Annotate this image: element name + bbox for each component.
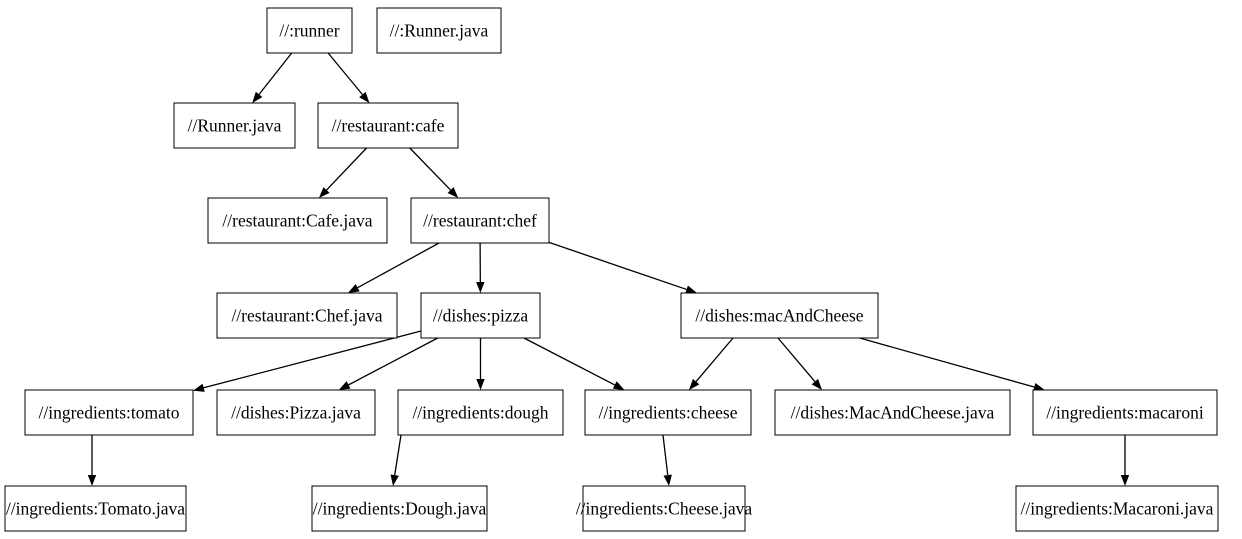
graph-node-label: //restaurant:Chef.java bbox=[231, 306, 382, 326]
graph-node-pizza: //dishes:pizza bbox=[420, 292, 541, 339]
graph-edge-chef-mac bbox=[548, 241, 697, 294]
arrowhead-icon bbox=[476, 379, 485, 390]
graph-edge-mac-macaroni bbox=[859, 337, 1045, 392]
arrowhead-icon bbox=[476, 281, 485, 293]
graph-node-cheese: //ingredients:cheese bbox=[584, 389, 752, 436]
graph-node-label: //ingredients:cheese bbox=[599, 403, 738, 423]
graph-edge-pizza-cheese bbox=[523, 337, 625, 390]
graph-edge-pizza-dough bbox=[476, 338, 485, 390]
graph-edge-cheese-cheese_java bbox=[662, 434, 672, 486]
graph-edge-tomato-tomato_java bbox=[87, 435, 97, 486]
graph-edge-chef-pizza bbox=[476, 242, 485, 293]
graph-node-label: //restaurant:chef bbox=[423, 211, 537, 231]
graph-node-dough: //ingredients:dough bbox=[397, 389, 564, 436]
arrowhead-icon bbox=[359, 91, 370, 103]
graph-edge-chef-chef_java bbox=[347, 242, 440, 293]
graph-node-label: //ingredients:Cheese.java bbox=[576, 499, 753, 519]
graph-edge-dough-dough_java bbox=[390, 434, 402, 486]
graph-node-label: //:Runner.java bbox=[390, 21, 489, 41]
graph-node-runner: //:runner bbox=[266, 7, 353, 54]
graph-edge-macaroni-macaroni_java bbox=[1120, 435, 1130, 486]
graph-node-label: //restaurant:cafe bbox=[332, 116, 445, 136]
graph-node-label: //ingredients:Tomato.java bbox=[6, 499, 185, 519]
graph-node-chef_java: //restaurant:Chef.java bbox=[216, 292, 398, 339]
graph-node-chef: //restaurant:chef bbox=[410, 197, 550, 244]
arrowhead-icon bbox=[1120, 475, 1130, 486]
graph-node-label: //restaurant:Cafe.java bbox=[222, 211, 372, 231]
graph-node-pizza_java: //dishes:Pizza.java bbox=[216, 389, 376, 436]
arrowhead-icon bbox=[685, 285, 697, 294]
graph-node-tomato: //ingredients:tomato bbox=[24, 389, 194, 436]
graph-edge-cafe-chef bbox=[409, 147, 459, 198]
graph-node-label: //ingredients:Macaroni.java bbox=[1021, 499, 1214, 519]
graph-edge-pizza-tomato bbox=[193, 330, 422, 392]
graph-node-macaroni: //ingredients:macaroni bbox=[1032, 389, 1218, 436]
graph-node-label: //ingredients:macaroni bbox=[1046, 403, 1204, 423]
graph-node-cheese_java: //ingredients:Cheese.java bbox=[576, 485, 753, 532]
graph-node-label: //:runner bbox=[279, 21, 339, 41]
arrowhead-icon bbox=[193, 383, 205, 392]
arrowhead-icon bbox=[1033, 382, 1045, 392]
arrowhead-icon bbox=[612, 381, 625, 390]
graph-edge-pizza-pizza_java bbox=[338, 337, 439, 390]
graph-edge-runner-runner_java bbox=[252, 52, 293, 103]
graph-node-label: //ingredients:tomato bbox=[39, 403, 180, 423]
graph-node-mac_java: //dishes:MacAndCheese.java bbox=[774, 389, 1011, 436]
graph-node-label: //ingredients:dough bbox=[412, 403, 548, 423]
graph-node-dough_java: //ingredients:Dough.java bbox=[311, 485, 488, 532]
arrowhead-icon bbox=[811, 378, 822, 390]
graph-node-cafe_java: //restaurant:Cafe.java bbox=[207, 197, 388, 244]
graph-edge-cafe-cafe_java bbox=[318, 147, 368, 198]
arrowhead-icon bbox=[390, 474, 399, 486]
arrowhead-icon bbox=[338, 381, 351, 390]
graph-node-label: //dishes:pizza bbox=[433, 306, 528, 326]
graph-node-label: //dishes:Pizza.java bbox=[231, 403, 361, 423]
arrowhead-icon bbox=[318, 187, 330, 198]
graph-node-tomato_java: //ingredients:Tomato.java bbox=[4, 485, 187, 532]
graph-node-runner_java: //Runner.java bbox=[173, 102, 296, 149]
arrowhead-icon bbox=[689, 378, 700, 390]
graph-node-label: //Runner.java bbox=[188, 116, 282, 136]
graph-edge-mac-cheese bbox=[689, 337, 734, 390]
graph-node-label: //ingredients:Dough.java bbox=[313, 499, 487, 519]
arrowhead-icon bbox=[447, 187, 459, 198]
graph-node-macaroni_java: //ingredients:Macaroni.java bbox=[1015, 485, 1219, 532]
arrowhead-icon bbox=[87, 475, 97, 486]
arrowhead-icon bbox=[347, 284, 360, 293]
graph-node-runner_src: //:Runner.java bbox=[376, 7, 502, 54]
graph-node-mac: //dishes:macAndCheese bbox=[680, 292, 879, 339]
graph-edge-mac-mac_java bbox=[777, 337, 822, 390]
arrowhead-icon bbox=[663, 474, 672, 486]
graph-node-cafe: //restaurant:cafe bbox=[317, 102, 459, 149]
arrowhead-icon bbox=[252, 91, 263, 103]
graph-edge-runner-cafe bbox=[327, 52, 370, 103]
graph-node-label: //dishes:macAndCheese bbox=[695, 306, 863, 326]
graph-node-label: //dishes:MacAndCheese.java bbox=[791, 403, 995, 423]
